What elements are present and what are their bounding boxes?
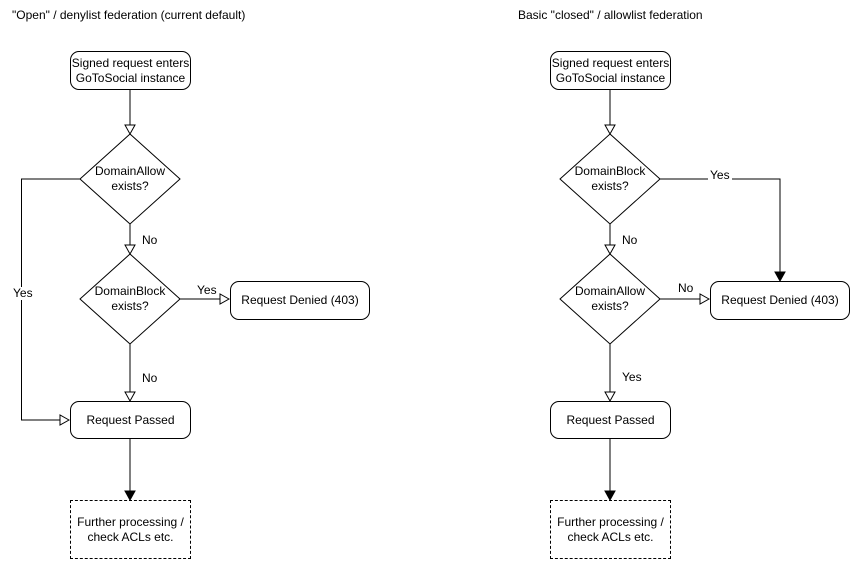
right-start-node: Signed request enters GoToSocial instanc…: [550, 51, 671, 90]
left-domainallow-diamond: [79, 133, 181, 225]
node-label-line: exists?: [111, 179, 149, 193]
node-label-line: Request Denied (403): [241, 293, 359, 307]
node-label-line: Further processing /: [557, 514, 664, 529]
left-edge-label-block-no: No: [140, 371, 160, 385]
right-edge-block-yes: [660, 178, 781, 272]
left-arrowhead-no-into-passed: [124, 391, 136, 403]
right-arrowhead-into-further: [604, 490, 616, 502]
node-label-line: Signed request enters: [551, 55, 670, 70]
left-request-passed-node: Request Passed: [70, 401, 191, 439]
node-label-line: Request Denied (403): [721, 293, 839, 307]
right-edge-label-block-yes: Yes: [708, 168, 732, 182]
node-label-line: GoToSocial instance: [75, 70, 186, 85]
right-request-passed-node: Request Passed: [550, 401, 671, 439]
left-request-denied-node: Request Denied (403): [230, 281, 370, 320]
node-label-line: DomainAllow: [574, 284, 646, 298]
left-chart-title: "Open" / denylist federation (current de…: [12, 8, 246, 22]
left-edge-label-allow-no: No: [140, 233, 160, 247]
right-edge-label-allow-yes: Yes: [620, 370, 644, 384]
node-label-line: DomainAllow: [94, 164, 166, 178]
node-label-line: exists?: [591, 299, 629, 313]
right-domainallow-label: DomainAllow exists?: [560, 284, 660, 314]
node-label-line: check ACLs etc.: [87, 529, 174, 544]
left-domainallow-label: DomainAllow exists?: [80, 164, 180, 194]
right-arrowhead-yes-into-denied: [774, 271, 786, 283]
left-domainblock-label: DomainBlock exists?: [80, 284, 180, 314]
right-domainblock-diamond: [559, 133, 661, 225]
node-label-line: check ACLs etc.: [567, 529, 654, 544]
left-edge-label-block-yes: Yes: [195, 283, 219, 297]
right-chart-title: Basic "closed" / allowlist federation: [518, 8, 703, 22]
node-label-line: Signed request enters: [71, 55, 190, 70]
right-request-denied-node: Request Denied (403): [710, 281, 850, 320]
node-label-line: Request Passed: [86, 412, 175, 427]
node-label-line: GoToSocial instance: [555, 70, 666, 85]
left-edge-label-allow-yes: Yes: [11, 286, 35, 300]
left-arrowhead-into-allow: [124, 124, 136, 136]
right-arrowhead-no-into-denied: [699, 293, 711, 305]
node-label-line: exists?: [591, 179, 629, 193]
right-domainallow-diamond: [559, 253, 661, 345]
node-label-line: Further processing /: [77, 514, 184, 529]
node-label-line: Request Passed: [566, 412, 655, 427]
left-arrowhead-yes-into-passed: [59, 414, 71, 426]
left-arrowhead-into-block: [124, 244, 136, 256]
right-arrowhead-into-block: [604, 124, 616, 136]
left-start-node: Signed request enters GoToSocial instanc…: [70, 51, 191, 90]
right-edge-label-block-no: No: [620, 233, 640, 247]
right-domainblock-label: DomainBlock exists?: [560, 164, 660, 194]
node-label-line: DomainBlock: [574, 164, 646, 178]
left-arrowhead-into-further: [124, 490, 136, 502]
left-arrowhead-into-denied: [219, 293, 231, 305]
node-label-line: exists?: [111, 299, 149, 313]
node-label-line: DomainBlock: [94, 284, 166, 298]
right-edge-label-allow-no: No: [676, 281, 696, 295]
left-domainblock-diamond: [79, 253, 181, 345]
left-further-processing-node: Further processing / check ACLs etc.: [70, 500, 191, 559]
right-arrowhead-into-allow: [604, 244, 616, 256]
right-arrowhead-into-passed: [604, 391, 616, 403]
right-further-processing-node: Further processing / check ACLs etc.: [550, 500, 671, 559]
